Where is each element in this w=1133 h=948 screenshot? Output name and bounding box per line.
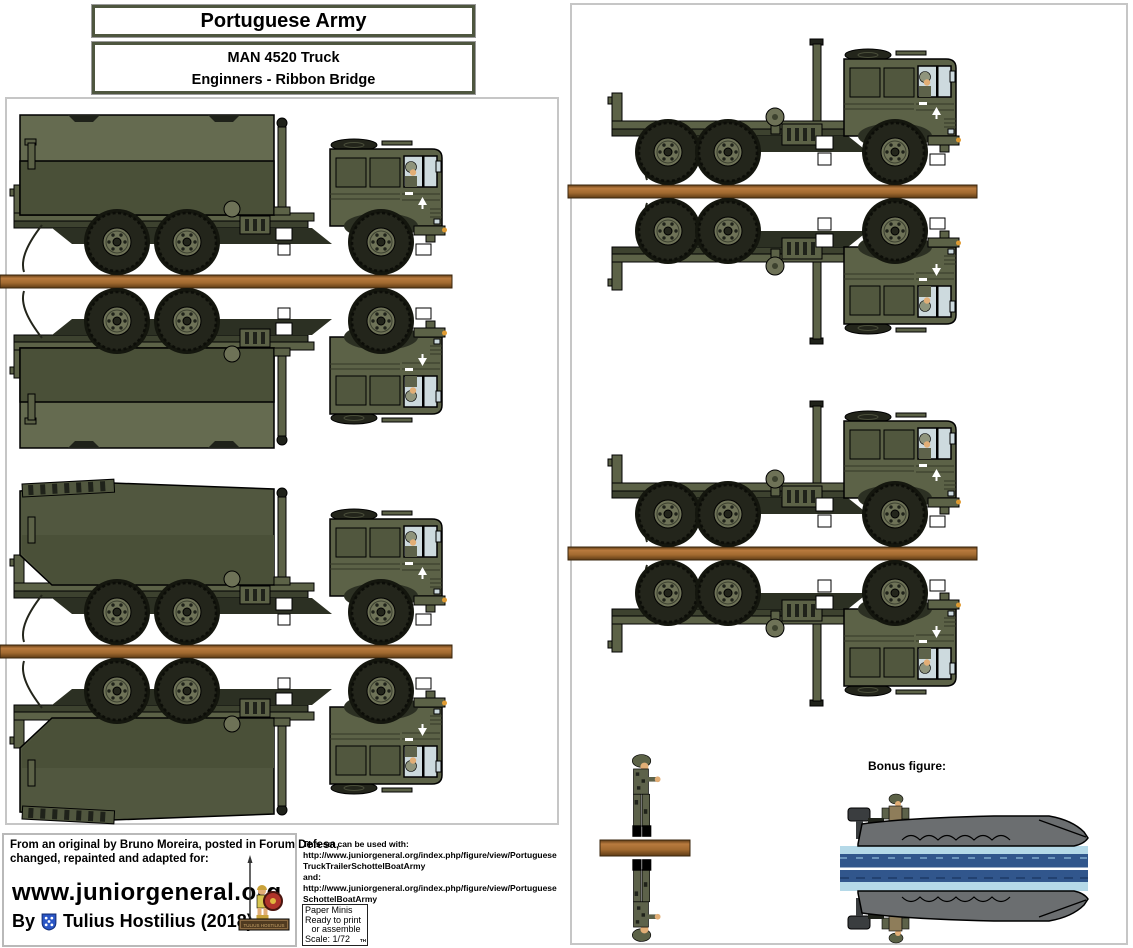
roman-mascot xyxy=(238,854,290,931)
ground-strip xyxy=(567,184,978,199)
boat-mirrored xyxy=(847,890,1089,944)
sheet-subtitle-box: MAN 4520 Truck Enginners - Ribbon Bridge xyxy=(92,42,475,94)
ground-strip xyxy=(0,644,453,659)
usage-note: This set can be used with: http://www.ju… xyxy=(303,839,565,905)
loaded-truck-pair-1 xyxy=(0,107,453,457)
water-edge-bottom xyxy=(840,882,1088,891)
soldier-upright xyxy=(631,754,662,838)
soldier-mirrored xyxy=(631,858,662,942)
bonus-figure-label: Bonus figure: xyxy=(868,759,946,773)
truck-upright xyxy=(10,115,447,275)
truck-mirrored xyxy=(608,198,961,344)
usage-intro: This set can be used with: xyxy=(303,839,409,849)
chassis-trucks-panel: Bonus figure: xyxy=(567,3,1128,945)
truck-upright xyxy=(608,401,961,547)
ground-strip xyxy=(567,546,978,561)
site-link[interactable]: www.juniorgeneral.org xyxy=(12,879,282,906)
boat-pair xyxy=(840,793,1089,944)
attribution-box: From an original by Bruno Moreira, poste… xyxy=(2,833,339,947)
print-info-line-3: or assemble xyxy=(311,924,361,934)
chassis-truck-pair-2 xyxy=(567,367,978,712)
truck-mirrored xyxy=(10,658,447,824)
usage-url-2a[interactable]: http://www.juniorgeneral.org/index.php/f… xyxy=(303,883,557,893)
attribution-line-2: changed, repainted and adapted for: xyxy=(10,853,209,865)
truck-upright xyxy=(10,479,447,645)
usage-and: and: xyxy=(303,872,321,882)
usage-url-2b[interactable]: SchottelBoatArmy xyxy=(303,894,378,904)
ground-strip xyxy=(0,274,453,289)
usage-url-1a[interactable]: http://www.juniorgeneral.org/index.php/f… xyxy=(303,850,557,860)
sheet-subtitle-type: Enginners - Ribbon Bridge xyxy=(191,72,376,88)
attribution-line-1: From an original by Bruno Moreira, poste… xyxy=(10,839,340,851)
truck-mirrored xyxy=(608,560,961,706)
author-name: Tulius Hostilius (2018) xyxy=(63,911,253,931)
truck-upright xyxy=(608,39,961,185)
print-info-line-1: Paper Minis xyxy=(305,905,353,915)
chassis-truck-pair-1 xyxy=(567,5,978,350)
print-info-initials: TH xyxy=(360,937,366,943)
boat-upright xyxy=(847,793,1089,847)
print-info-box: Paper Minis Ready to print or assemble S… xyxy=(302,904,368,946)
quinas-shield-icon xyxy=(41,913,57,930)
print-info-line-2: Ready to print xyxy=(305,914,362,925)
loaded-truck-pair-2 xyxy=(0,477,453,827)
sheet-title-box: Portuguese Army xyxy=(92,5,475,37)
water-edge-top xyxy=(840,846,1088,855)
sheet-subtitle-model: MAN 4520 Truck xyxy=(227,50,340,66)
sheet-title: Portuguese Army xyxy=(200,10,367,32)
by-label: By xyxy=(12,911,36,931)
soldier-pair xyxy=(599,754,691,942)
loaded-trucks-panel xyxy=(0,97,559,827)
truck-mirrored xyxy=(10,288,447,448)
figure-base xyxy=(599,839,691,857)
author-line: By Tulius Hostilius (2018) xyxy=(12,911,253,932)
print-info-line-4: Scale: 1/72 xyxy=(305,933,351,944)
usage-url-1b[interactable]: TruckTrailerSchottelBoatArmy xyxy=(303,861,426,871)
